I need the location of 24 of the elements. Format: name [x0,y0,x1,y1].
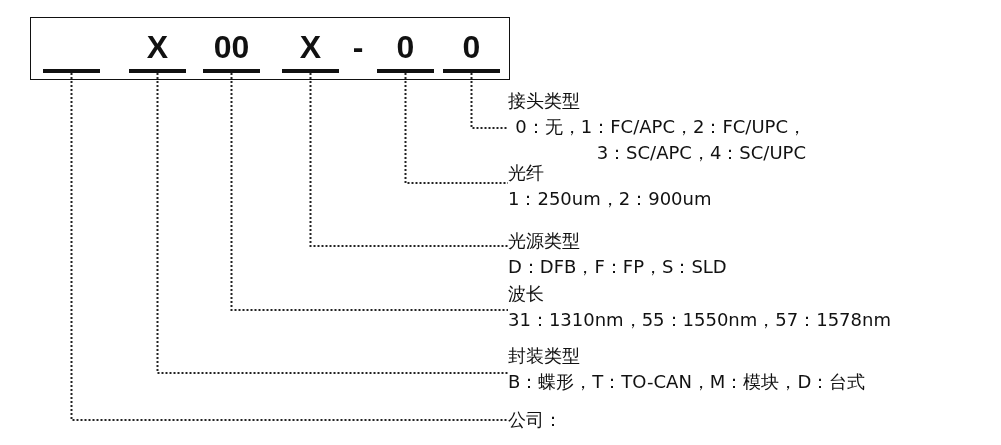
field-heading: 公司： [508,408,563,432]
leader-line [470,72,509,129]
separator-dash: - [351,28,365,67]
code-description: D：DFB，F：FP，S：SLD [508,255,728,279]
field-heading: 光纤 [508,161,545,185]
underlined-code: 0 [377,26,434,73]
underlined-code: X [129,26,186,73]
underlined-code: X [282,26,339,73]
code-description: 1：250um，2：900um [508,187,713,211]
code-box [30,17,510,80]
field-heading: 光源类型 [508,229,581,253]
leader-line [404,72,509,184]
leader-line [230,72,509,311]
leader-line [156,72,509,374]
code-description: 0：无，1：FC/APC，2：FC/UPC， 3：SC/APC，4：SC/UPC [514,115,806,164]
leader-line [309,72,509,247]
field-heading: 封装类型 [508,344,581,368]
leader-line [70,72,509,421]
code-description: 31：1310nm，55：1550nm，57：1578nm [508,308,892,332]
code-description: B：蝶形，T：TO-CAN，M：模块，D：台式 [508,370,867,394]
underlined-code: 00 [203,26,260,73]
underlined-code: 0 [443,26,500,73]
field-heading: 接头类型 [508,89,581,113]
field-heading: 波长 [508,282,545,306]
